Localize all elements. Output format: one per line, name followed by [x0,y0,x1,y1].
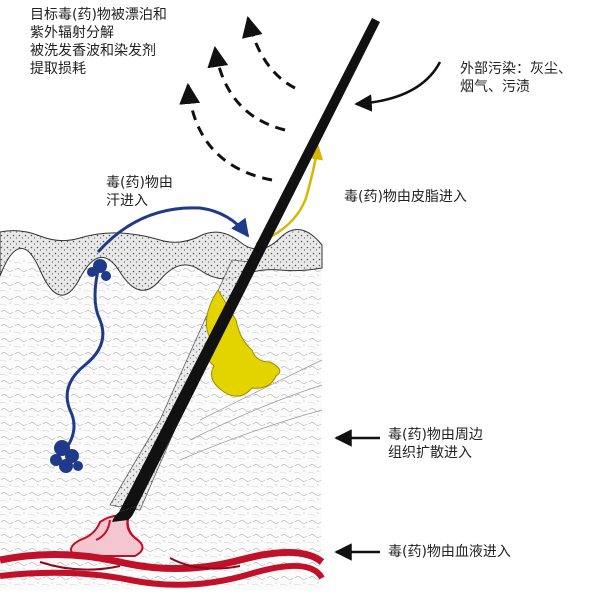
sweat-entry-arrow [96,206,250,253]
label-line: 被洗发香波和染发剂 [30,43,156,59]
capillary-loop [95,517,139,541]
label-sweat-entry: 毒(药)物由 汗进入 [106,174,173,210]
epidermis-layer [0,229,323,296]
sweat-gland-coil [50,259,111,473]
label-photo-breakdown: 目标毒(药)物被漂泊和 紫外辐射分解 被洗发香波和染发剂 提取损耗 [30,6,167,78]
sweat-duct [63,261,105,451]
loss-arc-1 [242,15,296,90]
label-line: 组织扩散进入 [388,445,472,461]
label-line: 毒(药)物由周边 [388,427,483,443]
label-line: 毒(药)物由血液进入 [388,544,511,560]
label-line: 烟气、污渍 [460,79,530,95]
label-line: 外部污染：灰尘、 [460,61,572,77]
label-line: 提取损耗 [30,61,86,77]
label-line: 汗进入 [106,193,148,209]
sebum-entry-arrow [255,144,324,246]
blood-vessel-b [0,563,325,588]
label-blood-entry: 毒(药)物由血液进入 [388,543,511,561]
label-diffusion-entry: 毒(药)物由周边 组织扩散进入 [388,426,483,462]
hair-shaft [119,18,380,512]
label-line: 毒(药)物由 [106,175,173,191]
label-line: 毒(药)物由皮脂进入 [344,189,467,205]
label-external-pollution: 外部污染：灰尘、 烟气、污渍 [460,60,572,96]
loss-arc-2 [207,45,286,132]
blood-vessel-c [39,557,241,571]
blood-vessel-a [0,549,325,572]
label-line: 目标毒(药)物被漂泊和 [30,7,167,23]
connective-tissue-fibers [179,359,323,461]
external-pollution-arrow [354,61,442,112]
label-sebum-entry: 毒(药)物由皮脂进入 [344,188,467,206]
label-line: 紫外辐射分解 [30,25,114,41]
loss-arc-3 [179,82,273,182]
hair-root [112,506,137,522]
